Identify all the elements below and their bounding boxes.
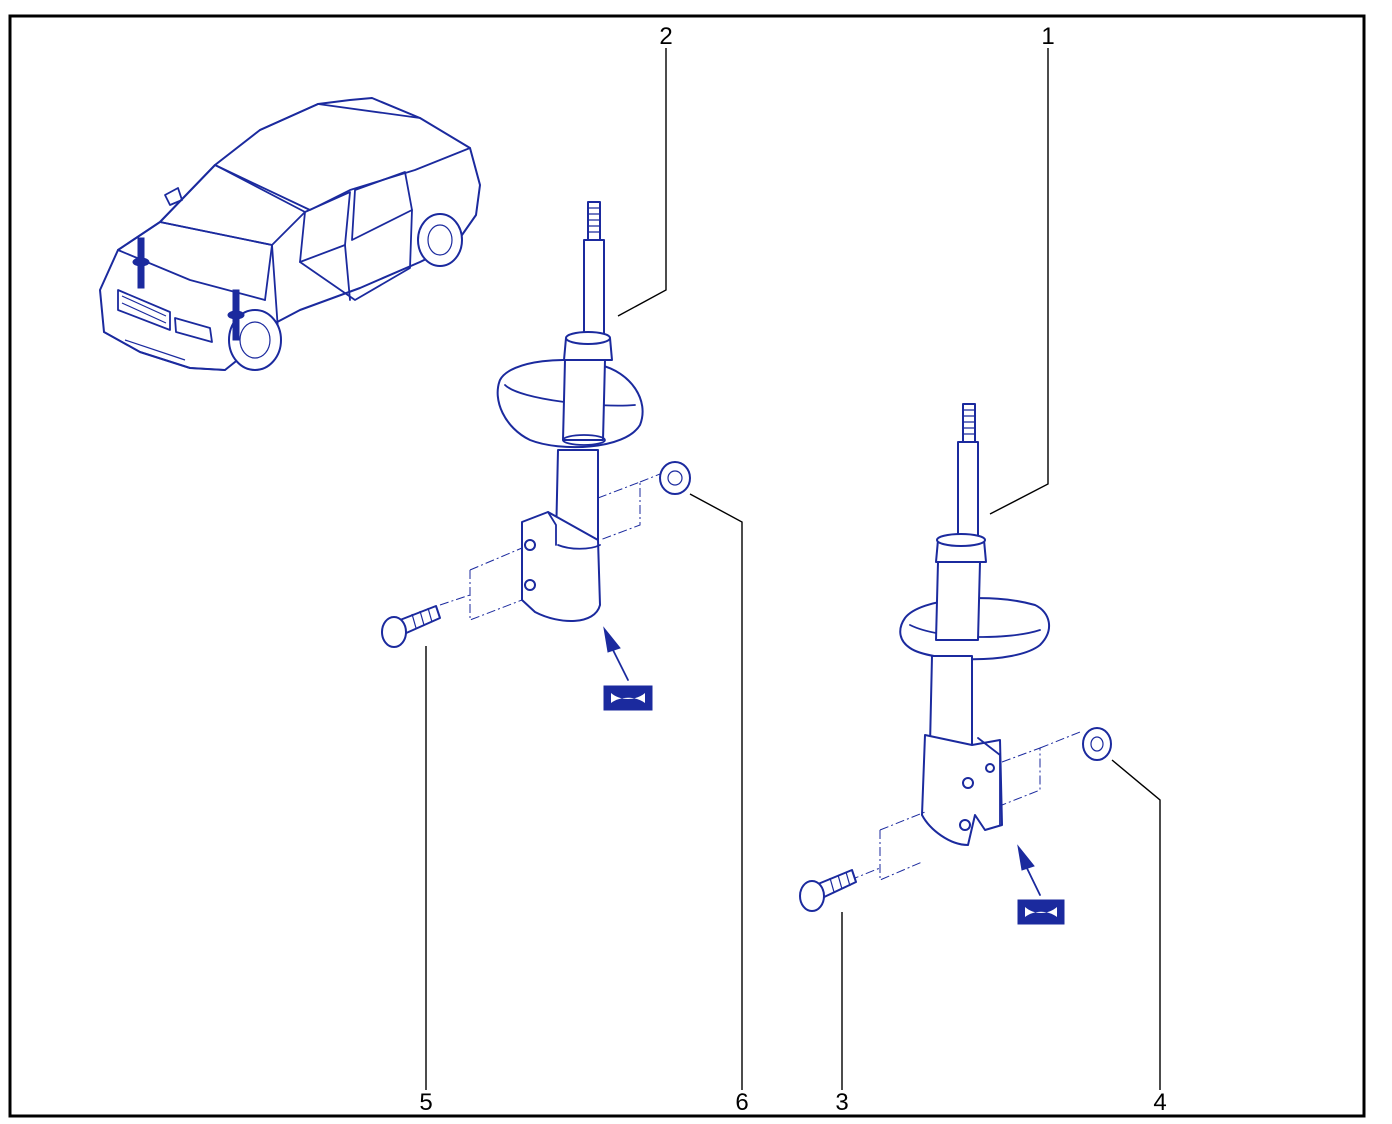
callout-3: 3 [835, 1089, 848, 1116]
strut-assembly-right [849, 403, 1081, 881]
callout-1: 1 [1041, 23, 1054, 50]
arrow-up-left-icon [603, 626, 621, 653]
nut-part-6 [659, 461, 691, 495]
callout-6: 6 [735, 1089, 748, 1116]
car-locator-illustration [99, 97, 481, 371]
grease-indicator-right [1017, 844, 1065, 925]
nut-part-4 [1082, 727, 1112, 761]
callout-2: 2 [659, 23, 672, 50]
grease-indicator-left [603, 626, 653, 711]
strut-assembly-left [439, 201, 666, 622]
bolt-part-5 [381, 605, 441, 648]
bolt-part-3 [799, 869, 857, 912]
callout-labels: 2 1 5 6 3 4 [419, 23, 1166, 1116]
leader-lines [425, 48, 1161, 1090]
diagram-frame [8, 14, 1366, 1118]
arrow-up-left-icon [1017, 844, 1035, 871]
callout-4: 4 [1153, 1089, 1166, 1116]
callout-5: 5 [419, 1089, 432, 1116]
